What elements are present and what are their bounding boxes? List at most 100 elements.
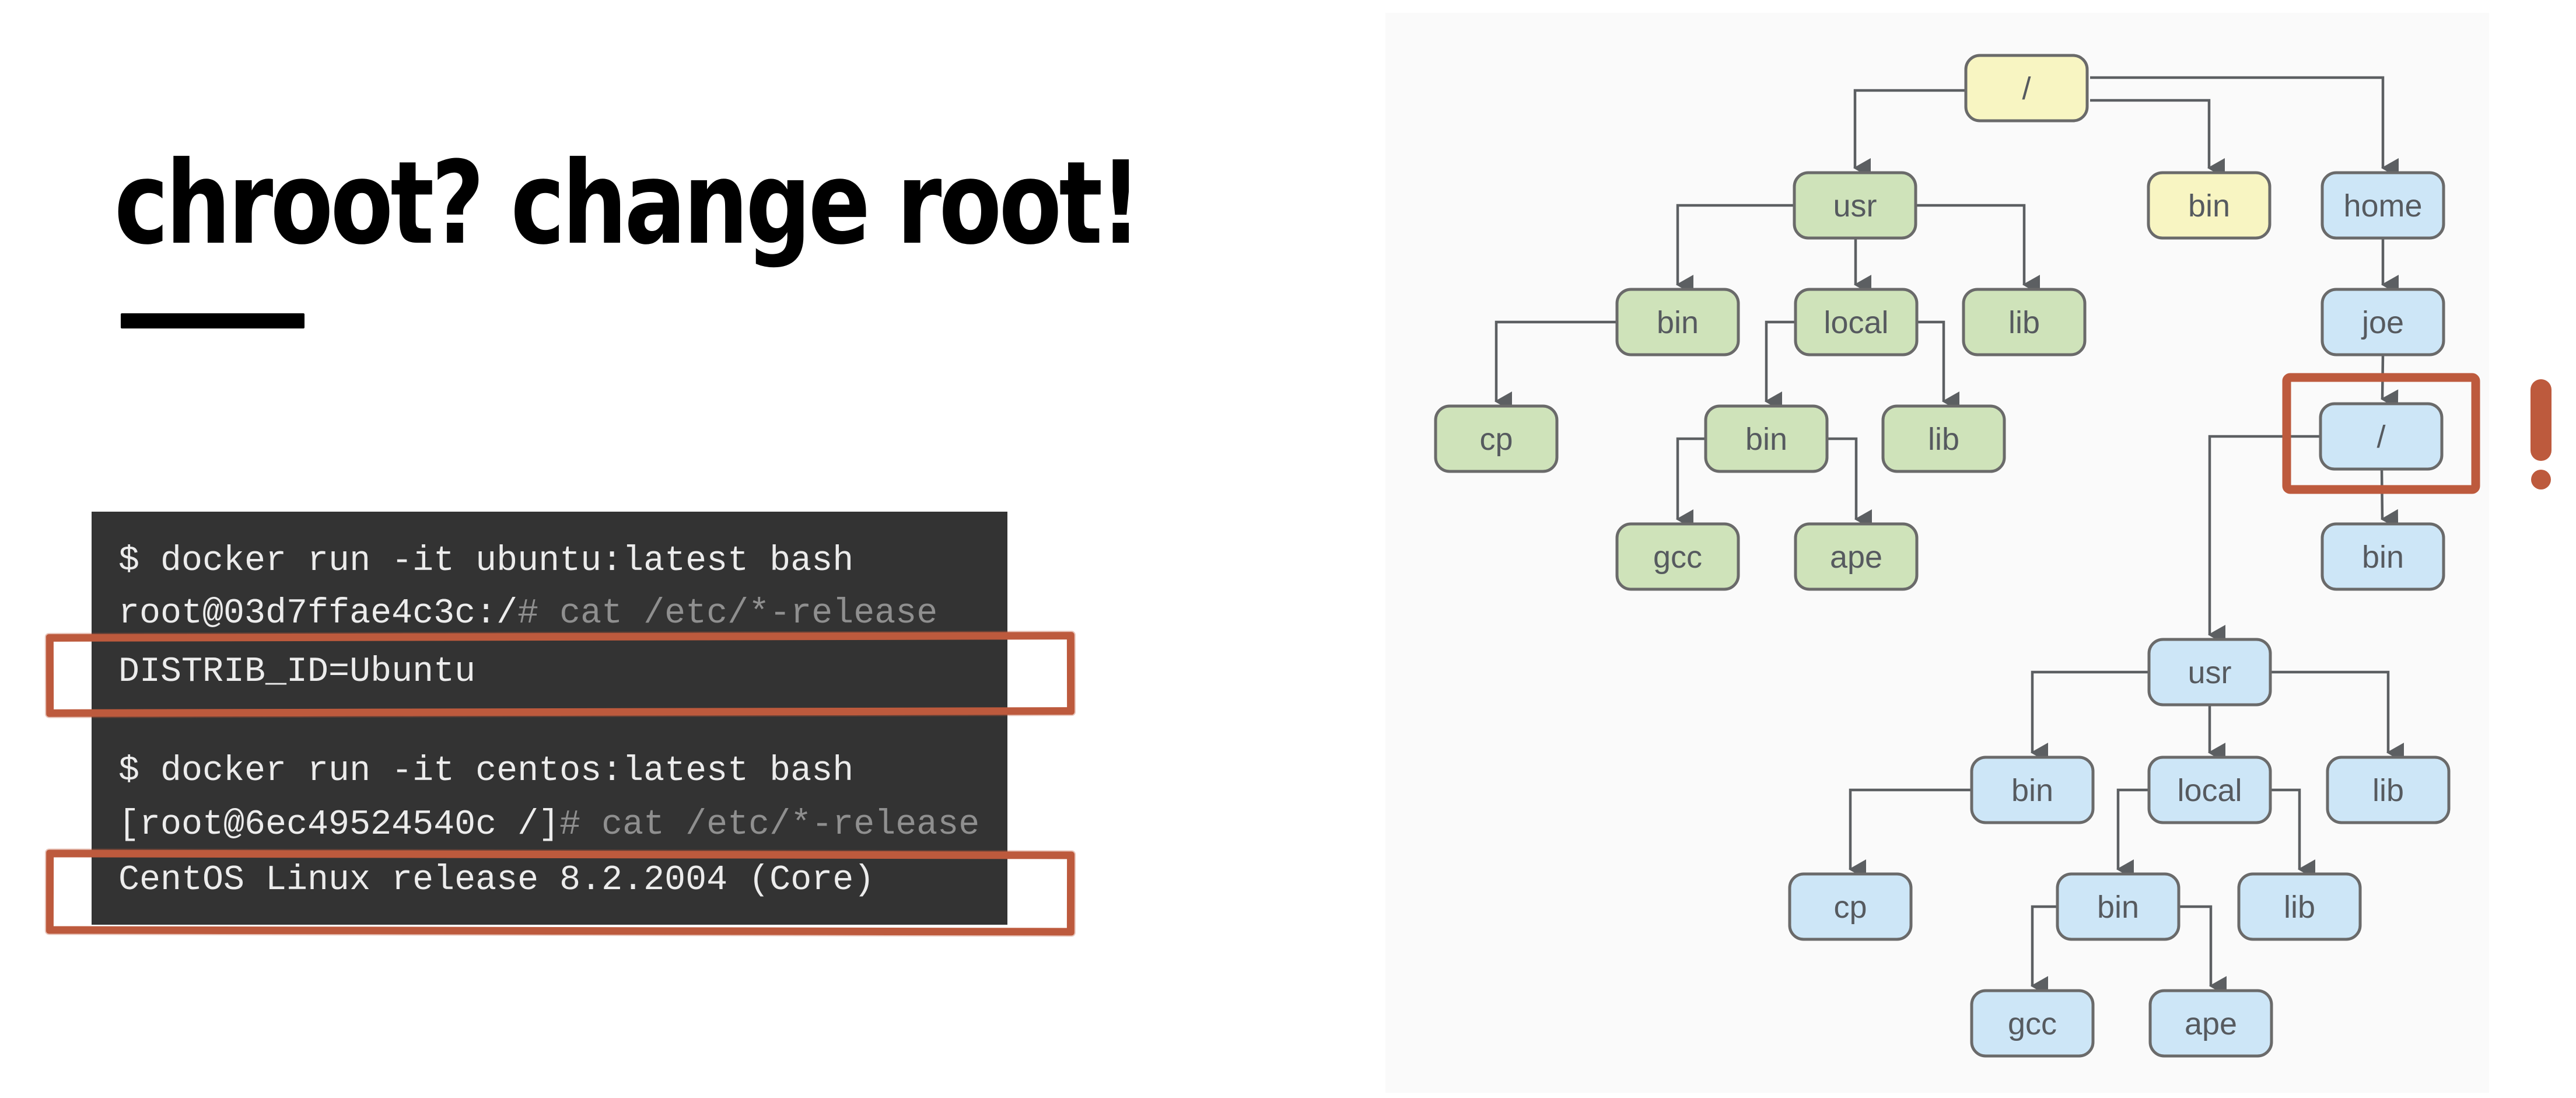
tree-node-box bbox=[1881, 404, 2006, 473]
tree-node-box bbox=[1615, 288, 1740, 356]
exclamation-icon bbox=[2530, 379, 2552, 489]
tree-node-box bbox=[2320, 171, 2445, 240]
tree-node-box bbox=[2237, 872, 2362, 941]
tree-node-b_bin2: bin bbox=[2056, 872, 2180, 941]
tree-node-g_bin2: bin bbox=[1704, 404, 1829, 473]
tree-node-box bbox=[2319, 402, 2444, 471]
tree-node-label: cp bbox=[1479, 422, 1513, 457]
command-text: $ docker run -it centos:latest bash bbox=[118, 751, 854, 791]
tree-node-g_lib: lib bbox=[1962, 288, 2087, 356]
tree-node-b_cp: cp bbox=[1788, 872, 1913, 941]
prompt-text: root@03d7ffae4c3c:/ bbox=[118, 594, 518, 634]
tree-node-b_bin: bin bbox=[1970, 756, 2095, 824]
tree-node-box bbox=[1794, 288, 1919, 356]
tree-edge-g_usr-g_lib bbox=[1916, 204, 2040, 295]
tree-node-box bbox=[2320, 522, 2445, 591]
tree-node-b_ape: ape bbox=[2148, 989, 2273, 1058]
filesystem-diagram: / usr bin home bin local lib joe cp bin lib / gcc ape… bbox=[1385, 13, 2552, 1093]
command-text: $ docker run -it ubuntu:latest bash bbox=[118, 541, 854, 581]
tree-node-box bbox=[1793, 171, 1917, 240]
tree-node-g_bin: bin bbox=[1615, 288, 1740, 356]
tree-edge-b_bin-b_cp bbox=[1849, 788, 1972, 879]
tree-node-box bbox=[1970, 989, 2095, 1058]
terminal-line: $ docker run -it centos:latest bash bbox=[118, 751, 1002, 792]
tree-node-box bbox=[1962, 288, 2087, 356]
tree-node-b_lib: lib bbox=[2326, 756, 2451, 824]
tree-node-b_gcc: gcc bbox=[1970, 989, 2095, 1058]
tree-edge-g_usr-g_bin bbox=[1676, 204, 1794, 295]
tree-node-g_ape: ape bbox=[1794, 522, 1919, 591]
exclamation-dot bbox=[2531, 470, 2551, 489]
tree-edge-b_local-b_bin2 bbox=[2116, 788, 2149, 879]
tree-edge-b_local-b_lib2 bbox=[2270, 788, 2315, 879]
tree-node-label: ape bbox=[2185, 1006, 2237, 1041]
tree-node-box bbox=[1434, 404, 1559, 473]
output-text: DISTRIB_ID=Ubuntu bbox=[118, 652, 476, 692]
exclamation-bar bbox=[2530, 379, 2552, 461]
tree-edge-b_bin2-b_ape bbox=[2179, 905, 2227, 996]
tree-edge-g_local-g_lib2 bbox=[1917, 320, 1959, 411]
output-text: CentOS Linux release 8.2.2004 (Core) bbox=[118, 861, 875, 900]
dim-text: # cat /etc/*-release bbox=[517, 594, 938, 634]
tree-node-box bbox=[1964, 54, 2089, 123]
tree-node-home: home bbox=[2320, 171, 2445, 240]
tree-node-label: bin bbox=[2011, 773, 2053, 808]
tree-edge-g_bin2-g_gcc bbox=[1676, 437, 1706, 529]
tree-node-box bbox=[2320, 288, 2445, 356]
tree-node-label: gcc bbox=[2008, 1006, 2057, 1041]
terminal-window: $ docker run -it ubuntu:latest bash root… bbox=[92, 512, 1007, 925]
tree-edge-b_bin2-b_gcc bbox=[2031, 905, 2057, 996]
highlight-box-chroot-node bbox=[2282, 373, 2480, 494]
tree-node-g_gcc: gcc bbox=[1615, 522, 1740, 591]
tree-node-g_local: local bbox=[1794, 288, 1919, 356]
tree-node-label: gcc bbox=[1653, 540, 1702, 575]
tree-node-label: bin bbox=[2362, 540, 2404, 575]
tree-edge-root-home bbox=[2090, 76, 2399, 178]
tree-edge-root-y_bin bbox=[2090, 99, 2225, 178]
tree-node-box bbox=[1615, 522, 1740, 591]
tree-node-g_lib2: lib bbox=[1881, 404, 2006, 473]
tree-node-label: lib bbox=[1928, 422, 1959, 457]
tree-node-b_local: local bbox=[2147, 756, 2272, 824]
tree-node-b_usr: usr bbox=[2147, 638, 2272, 707]
tree-node-root: / bbox=[1964, 54, 2089, 123]
tree-node-label: bin bbox=[1745, 422, 1787, 457]
tree-node-label: local bbox=[2177, 773, 2242, 808]
tree-node-y_bin: bin bbox=[2147, 171, 2272, 240]
tree-node-box bbox=[2147, 638, 2272, 707]
tree-node-b_lib2: lib bbox=[2237, 872, 2362, 941]
tree-node-label: / bbox=[2022, 71, 2031, 106]
terminal-line: [root@6ec49524540c /]# cat /etc/*-releas… bbox=[118, 805, 1002, 845]
tree-node-label: bin bbox=[1657, 305, 1699, 340]
tree-node-g_usr: usr bbox=[1793, 171, 1917, 240]
tree-node-label: bin bbox=[2097, 890, 2139, 925]
terminal-output-highlighted: CentOS Linux release 8.2.2004 (Core) bbox=[118, 860, 1002, 901]
title-underline bbox=[121, 313, 304, 328]
tree-node-label: usr bbox=[2188, 655, 2231, 690]
tree-node-label: / bbox=[2376, 419, 2385, 454]
tree-edge-g_bin2-g_ape bbox=[1827, 437, 1872, 529]
tree-edge-g_bin-g_cp bbox=[1494, 320, 1617, 411]
tree-node-label: bin bbox=[2188, 188, 2230, 223]
tree-node-label: joe bbox=[2361, 305, 2404, 340]
tree-node-box bbox=[2326, 756, 2451, 824]
tree-node-slash2: / bbox=[2319, 402, 2444, 471]
tree-node-label: cp bbox=[1833, 890, 1867, 925]
page-title: chroot? change root! bbox=[114, 137, 1142, 270]
tree-node-box bbox=[2147, 756, 2272, 824]
prompt-text: [root@6ec49524540c /] bbox=[118, 805, 560, 845]
tree-node-label: lib bbox=[2008, 305, 2040, 340]
terminal-line: root@03d7ffae4c3c:/# cat /etc/*-release bbox=[118, 593, 1002, 634]
tree-edge-g_local-g_bin2 bbox=[1765, 320, 1796, 411]
tree-edge-b_usr-b_bin bbox=[2031, 670, 2149, 763]
dim-text: # cat /etc/*-release bbox=[559, 805, 980, 845]
terminal-line: $ docker run -it ubuntu:latest bash bbox=[118, 541, 1002, 582]
tree-node-box bbox=[1970, 756, 2095, 824]
tree-edge-b_usr-b_lib bbox=[2270, 670, 2404, 763]
tree-node-label: local bbox=[1824, 305, 1888, 340]
terminal-output-highlighted: DISTRIB_ID=Ubuntu bbox=[118, 652, 1002, 693]
tree-edge-root-g_usr bbox=[1853, 89, 1966, 178]
tree-node-box bbox=[1788, 872, 1913, 941]
tree-node-joe: joe bbox=[2320, 288, 2445, 356]
